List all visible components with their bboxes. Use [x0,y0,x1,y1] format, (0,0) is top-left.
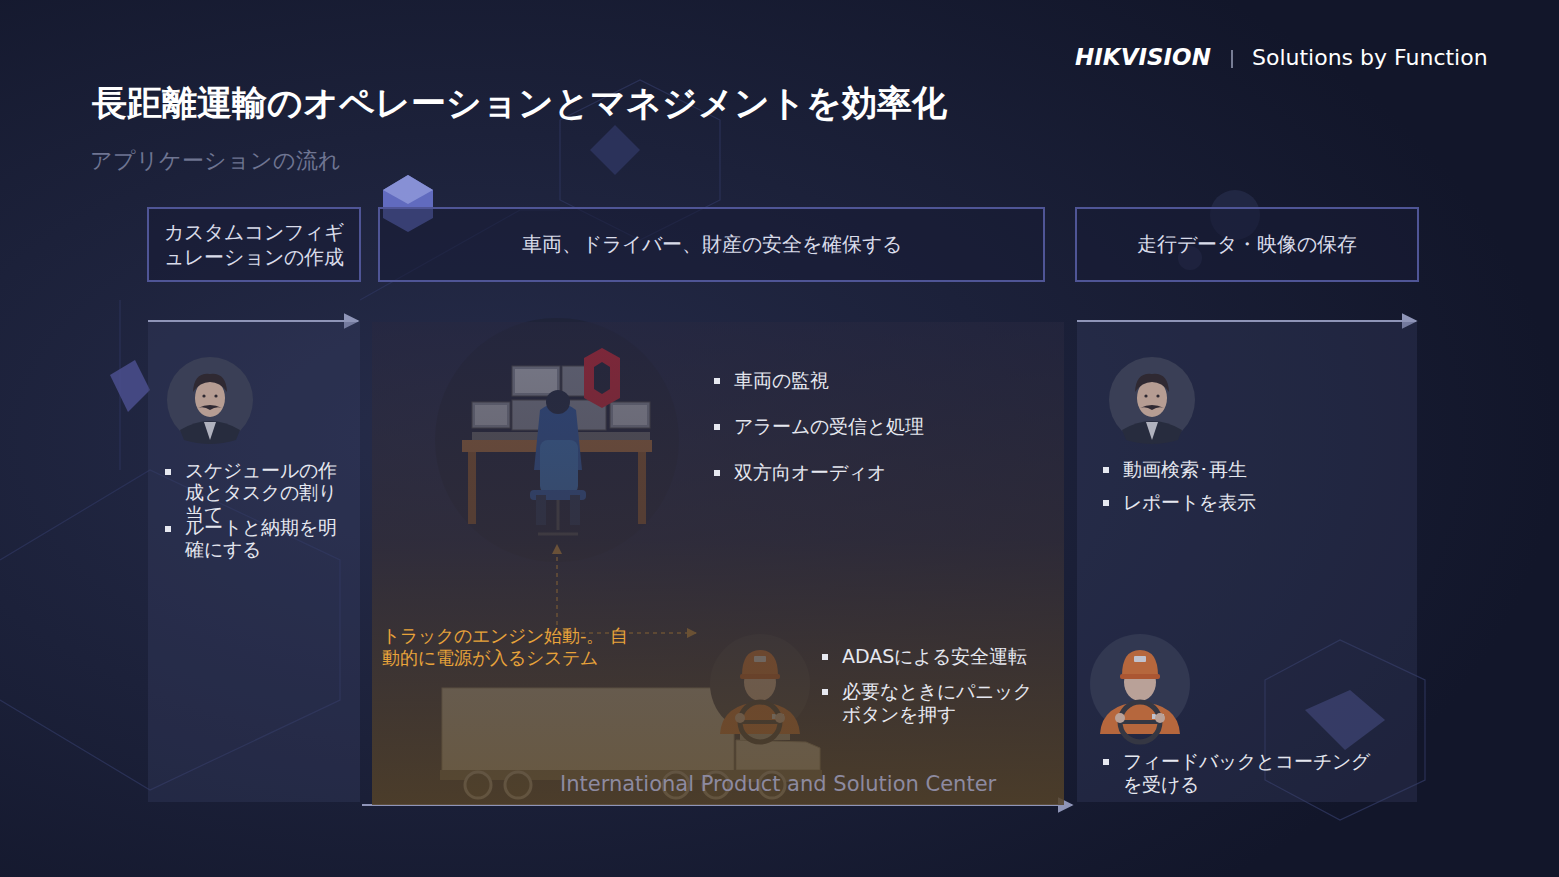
stage-panel: 車両の監視アラームの受信と処理双方向オーディオトラックのエンジン始動-。 自動的… [372,322,1064,805]
bullet-mark [165,526,171,532]
bullet-row: アラームの受信と処理 [714,415,1014,438]
bullet-row: トラックのエンジン始動-。 自動的に電源が入るシステム [382,625,634,668]
brand-tagline: Solutions by Function [1252,45,1488,70]
header-text: 走行データ・映像の保存 [1137,232,1357,257]
bullet-mark [1103,467,1109,473]
bullet-row: ルートと納期を明確にする [165,517,343,561]
bullet-text: レポートを表示 [1123,491,1383,514]
bullet-text: フィードバックとコーチングを受ける [1123,750,1383,796]
bullet-row: 車両の監視 [714,369,1014,392]
bullet-mark [1103,759,1109,765]
header-text: 車両、ドライバー、財産の安全を確保する [522,232,902,257]
bullet-row: 動画検索･再生 [1103,458,1383,481]
bullet-text: アラームの受信と処理 [734,415,1014,438]
subtitle: アプリケーションの流れ [90,146,341,176]
bullet-text: 必要なときにパニックボタンを押す [842,680,1037,726]
bullet-mark [822,654,828,660]
bullet-row: 双方向オーディオ [714,461,1014,484]
bullet-text: ルートと納期を明確にする [185,517,343,561]
bullet-text: 車両の監視 [734,369,1014,392]
bullet-text: 双方向オーディオ [734,461,1014,484]
bullet-row: スケジュールの作成とタスクの割り当て [165,460,343,527]
bullet-mark [714,470,720,476]
bullet-row: レポートを表示 [1103,491,1383,514]
bullet-row: 必要なときにパニックボタンを押す [822,680,1037,726]
stage-header: 車両、ドライバー、財産の安全を確保する [378,207,1045,282]
bullet-row: フィードバックとコーチングを受ける [1103,750,1383,796]
bullet-row: ADASによる安全運転 [822,645,1037,668]
bullet-mark [714,424,720,430]
watermark: International Product and Solution Cente… [560,772,996,796]
bullet-mark [1103,500,1109,506]
stage-header: 走行データ・映像の保存 [1075,207,1419,282]
brand-logo: HIKVISION [1075,44,1211,70]
stage-panel: 動画検索･再生レポートを表示フィードバックとコーチングを受ける [1077,322,1417,802]
bullet-text: スケジュールの作成とタスクの割り当て [185,460,343,527]
header-text: カスタムコンフィギュレーションの作成 [157,220,351,270]
bullet-mark [822,689,828,695]
bullet-mark [165,469,171,475]
stage-header: カスタムコンフィギュレーションの作成 [147,207,361,282]
bullet-text: トラックのエンジン始動-。 自動的に電源が入るシステム [382,625,634,668]
stage-panel: スケジュールの作成とタスクの割り当てルートと納期を明確にする [148,322,360,802]
bullet-text: 動画検索･再生 [1123,458,1383,481]
bullet-mark [714,378,720,384]
bullet-text: ADASによる安全運転 [842,645,1037,668]
slide-title: 長距離運輸のオペレーションとマネジメントを効率化 [92,80,947,127]
